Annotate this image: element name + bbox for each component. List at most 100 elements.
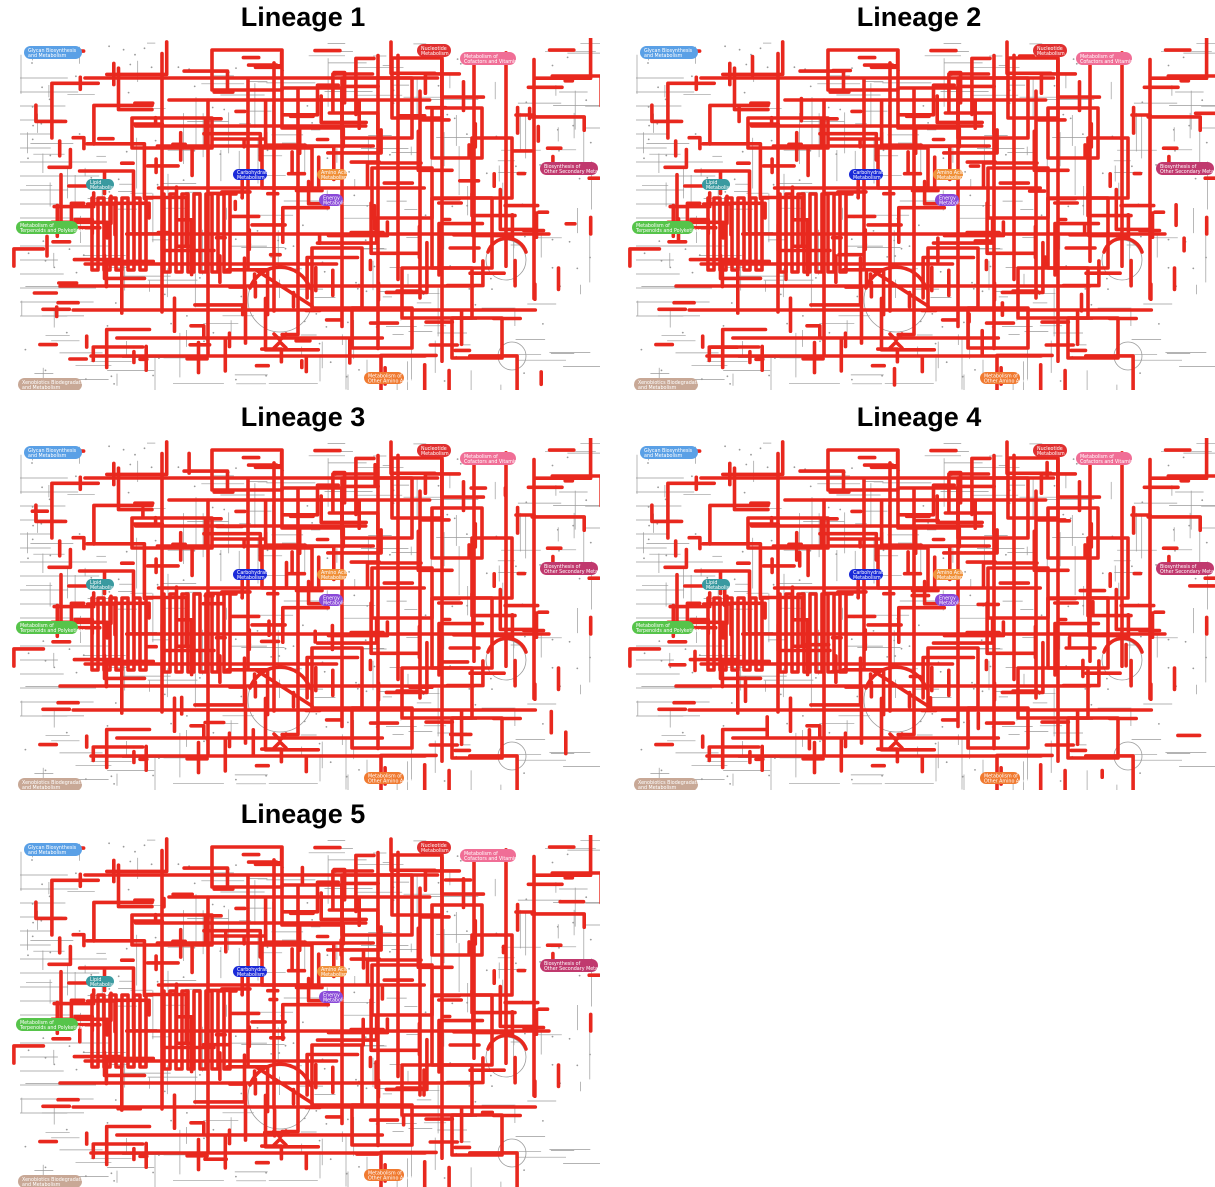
label-line-1: Biosynthesis of [1160, 164, 1197, 170]
compound-node [211, 506, 214, 509]
compound-node [437, 881, 440, 884]
label-pill [1033, 444, 1067, 457]
pathway-segment [47, 147, 73, 170]
compound-node [523, 1169, 525, 1171]
label-line-2: Metabolism [237, 175, 265, 181]
pathway-segment [85, 939, 147, 998]
pathway-segment [144, 992, 188, 1045]
pathway-segment [841, 268, 886, 317]
compound-node [963, 721, 965, 724]
pathway-segment [326, 128, 383, 155]
compound-node [1167, 64, 1170, 67]
pathway-segment [688, 257, 740, 315]
pathway-segment [718, 253, 763, 281]
compound-node [701, 778, 703, 781]
pathway-segment [1046, 106, 1100, 160]
compound-node [353, 194, 356, 197]
pathway-segment [354, 456, 376, 517]
label-line-1: Xenobiotics Biodegradation [22, 380, 88, 386]
compound-node [576, 667, 579, 670]
compound-node [389, 950, 391, 953]
label-pill [233, 169, 267, 180]
compound-node [886, 256, 889, 258]
compound-node [856, 695, 859, 698]
compound-node [365, 690, 368, 693]
pathway-segment [888, 732, 904, 750]
compound-node [24, 348, 27, 351]
compound-node [234, 238, 237, 241]
pathway-segment [663, 147, 689, 170]
pathway-segment [416, 529, 454, 573]
compound-node [270, 656, 273, 658]
pathway-segment [1000, 240, 1045, 295]
pathway-segment [389, 837, 437, 873]
label-line-2: Cofactors and Vitamins [1080, 59, 1136, 65]
pathway-segment [332, 470, 347, 505]
pathway-segment [707, 345, 761, 363]
compound-node [44, 259, 47, 262]
compound-node [456, 58, 459, 60]
label-pill [319, 991, 343, 1003]
compound-node [1201, 99, 1204, 102]
pathway-segment [470, 536, 514, 600]
label-pill [540, 562, 598, 575]
pathway-segment [430, 506, 484, 560]
compound-node [65, 331, 68, 334]
compound-node [941, 726, 944, 728]
pathway-segment [942, 528, 999, 555]
compound-node [1131, 565, 1133, 568]
compound-node [724, 45, 726, 48]
label-pill [319, 194, 343, 206]
label-line-1: Carbohydrate [237, 967, 270, 973]
compound-node [270, 1053, 273, 1055]
compound-node [523, 372, 525, 374]
pathway-segment [1166, 474, 1215, 478]
label-line-2: Other Secondary Metabolites [544, 966, 600, 972]
compound-node [40, 919, 43, 922]
compound-node [647, 106, 650, 108]
pathway-segment [879, 296, 937, 352]
compound-node [589, 656, 591, 659]
compound-node [1182, 56, 1185, 59]
pathway-segment [1039, 72, 1078, 95]
compound-node [78, 930, 81, 932]
compound-node [648, 524, 650, 527]
label-line-2: and Metabolism [644, 453, 683, 459]
compound-node [326, 557, 329, 560]
compound-node [366, 1002, 369, 1004]
pathway-segment [248, 1062, 312, 1087]
compound-node [108, 842, 110, 845]
pathway-segment [12, 247, 46, 268]
pathway-segment [85, 142, 147, 201]
compound-node [578, 177, 581, 180]
compound-node [468, 1085, 471, 1087]
label-pill [460, 52, 516, 65]
pathway-segment [942, 128, 999, 155]
pathway-segment [1114, 187, 1154, 232]
compound-node [572, 921, 575, 924]
pathway-segment [369, 201, 420, 256]
compound-node [466, 1001, 469, 1004]
compound-node [326, 157, 329, 160]
pathway-segment [95, 998, 151, 1017]
compound-node [766, 66, 769, 69]
pathway-segment [319, 494, 368, 525]
compound-node [199, 277, 201, 279]
pathway-segment [326, 925, 383, 952]
label-pill [632, 221, 694, 234]
pathway-segment [864, 265, 928, 290]
pathway-segment [720, 727, 768, 770]
compound-node [424, 614, 427, 617]
label-pill [417, 44, 451, 57]
compound-node [1072, 58, 1075, 60]
compound-node [152, 774, 155, 777]
highlighted-pathways [628, 438, 1215, 790]
